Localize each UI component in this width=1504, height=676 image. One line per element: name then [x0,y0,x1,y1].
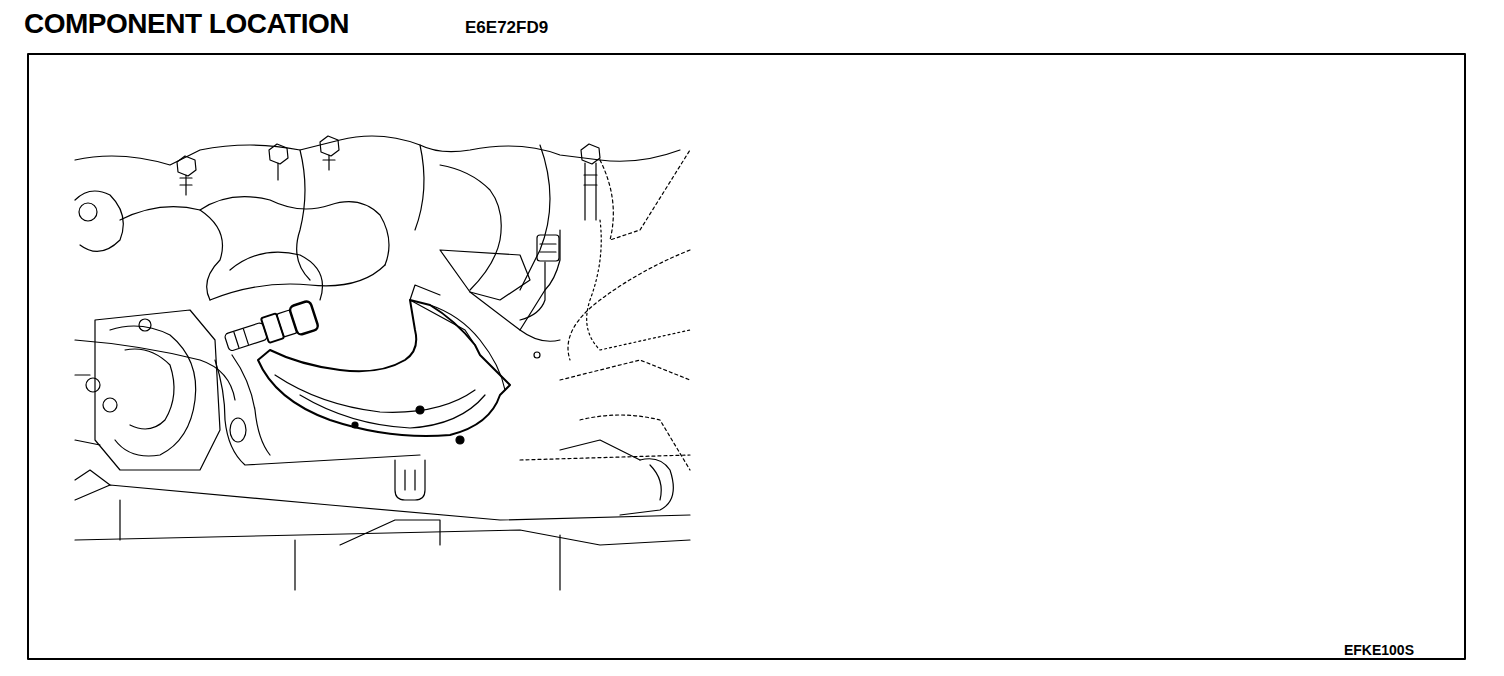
reference-code: E6E72FD9 [465,19,548,36]
engine-drawing [75,136,690,590]
frame [28,54,1465,659]
reference-code: EFKE100S [1344,643,1414,657]
page-title: COMPONENT LOCATION [24,10,349,38]
